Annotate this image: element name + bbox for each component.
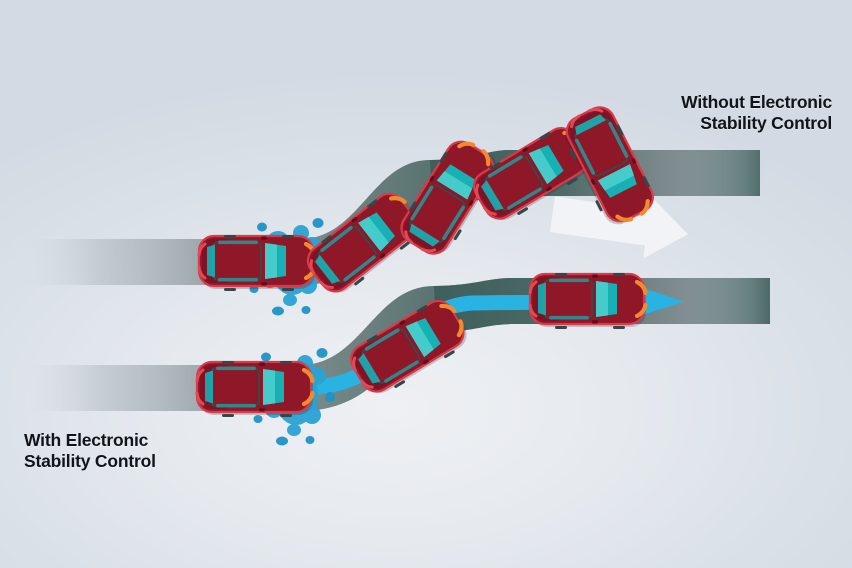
car-with-esc-1: [197, 361, 313, 417]
scenario-without-esc: [28, 102, 772, 316]
car-with-esc-3: [530, 273, 646, 329]
scenario-with-esc: [28, 273, 778, 446]
car-without-esc-1: [199, 235, 315, 291]
arrow-off-road: [549, 196, 688, 259]
label-without-esc: Without Electronic Stability Control: [681, 92, 832, 134]
label-with-esc: With Electronic Stability Control: [24, 430, 156, 472]
